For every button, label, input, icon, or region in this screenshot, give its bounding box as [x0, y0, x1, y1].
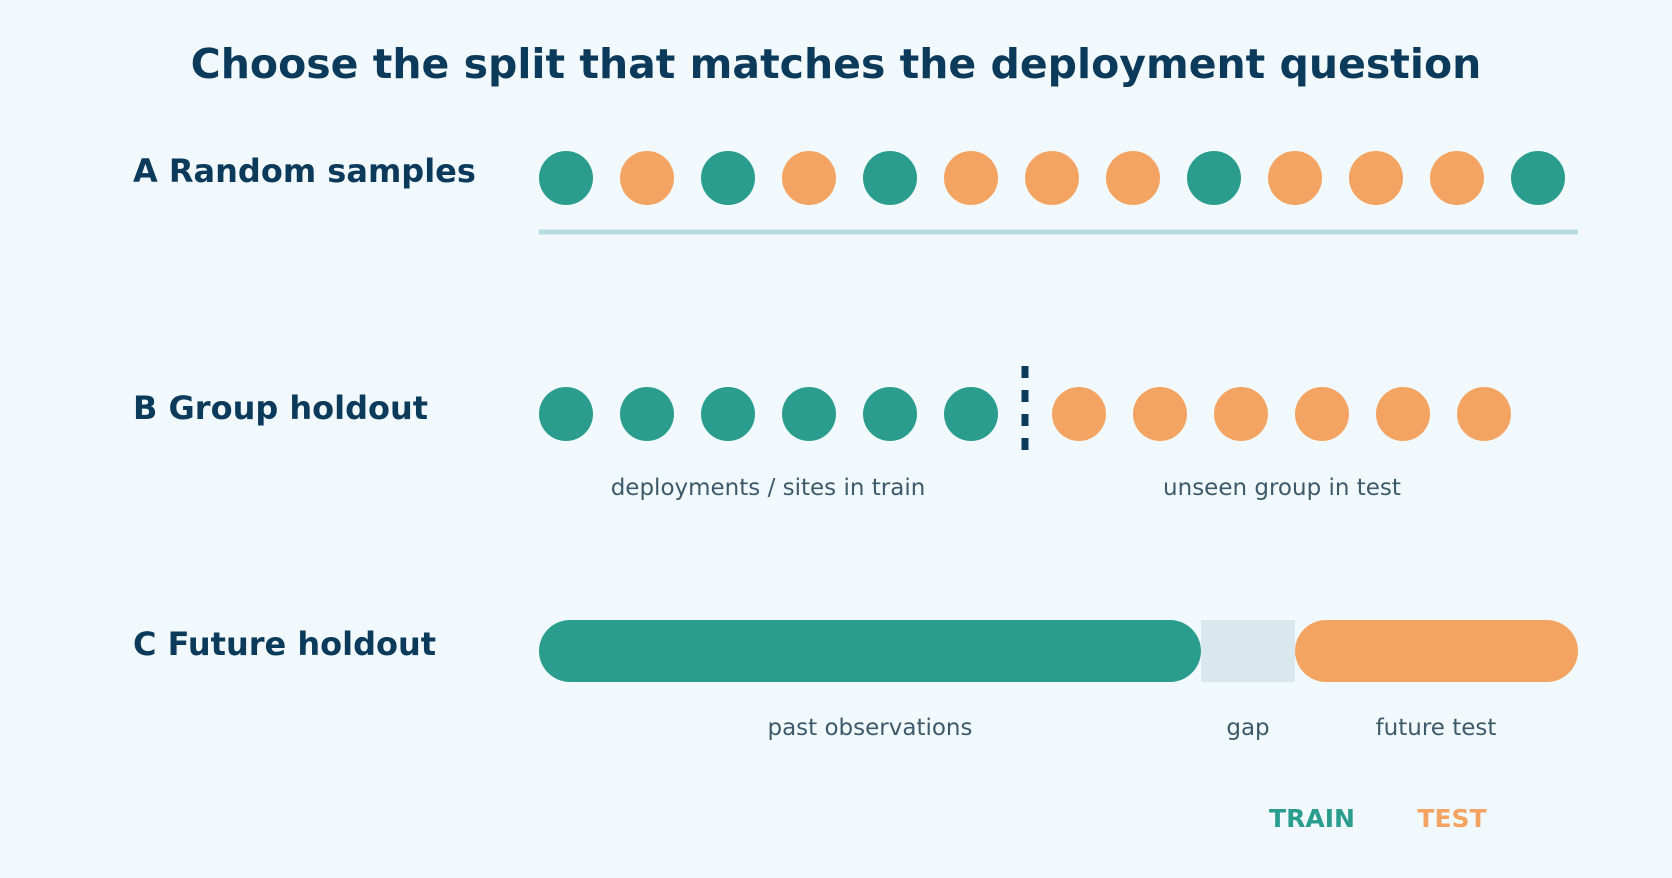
legend-test-label: TEST — [1417, 804, 1486, 833]
group-train-dot — [863, 387, 917, 441]
group-train-dot — [944, 387, 998, 441]
past-observations-bar — [539, 620, 1201, 682]
group-holdout-dots — [539, 387, 1511, 441]
random-sample-train-dot — [1187, 151, 1241, 205]
group-train-caption: deployments / sites in train — [611, 475, 926, 501]
random-sample-test-dot — [620, 151, 674, 205]
group-train-dot — [539, 387, 593, 441]
row-label-group-holdout: B Group holdout — [133, 389, 428, 427]
group-train-dot — [620, 387, 674, 441]
random-sample-train-dot — [539, 151, 593, 205]
random-sample-train-dot — [1511, 151, 1565, 205]
gap-bar — [1201, 620, 1295, 682]
future-test-bar — [1295, 620, 1578, 682]
group-test-dot — [1376, 387, 1430, 441]
row-group-holdout: B Group holdout deployments / sites in t… — [133, 366, 1511, 501]
gap-caption: gap — [1226, 715, 1269, 741]
legend-train-label: TRAIN — [1269, 804, 1355, 833]
random-sample-test-dot — [1025, 151, 1079, 205]
group-test-dot — [1214, 387, 1268, 441]
group-test-caption: unseen group in test — [1163, 475, 1401, 501]
random-sample-test-dot — [944, 151, 998, 205]
row-label-random-samples: A Random samples — [133, 152, 476, 190]
group-test-dot — [1052, 387, 1106, 441]
future-test-caption: future test — [1376, 715, 1497, 741]
random-sample-test-dot — [1430, 151, 1484, 205]
past-observations-caption: past observations — [767, 715, 972, 741]
row-future-holdout: C Future holdout past observations gap f… — [133, 620, 1578, 741]
random-sample-test-dot — [1349, 151, 1403, 205]
row-random-samples: A Random samples — [133, 151, 1578, 235]
random-sample-train-dot — [863, 151, 917, 205]
random-sample-test-dot — [1268, 151, 1322, 205]
legend: TRAIN TEST — [1269, 804, 1487, 833]
random-sample-train-dot — [701, 151, 755, 205]
random-sample-test-dot — [782, 151, 836, 205]
group-test-dot — [1295, 387, 1349, 441]
group-train-dot — [701, 387, 755, 441]
random-sample-test-dot — [1106, 151, 1160, 205]
group-test-dot — [1133, 387, 1187, 441]
group-train-dot — [782, 387, 836, 441]
diagram-title: Choose the split that matches the deploy… — [191, 40, 1482, 88]
row-label-future-holdout: C Future holdout — [133, 625, 436, 663]
group-test-dot — [1457, 387, 1511, 441]
random-samples-dots — [539, 151, 1565, 205]
